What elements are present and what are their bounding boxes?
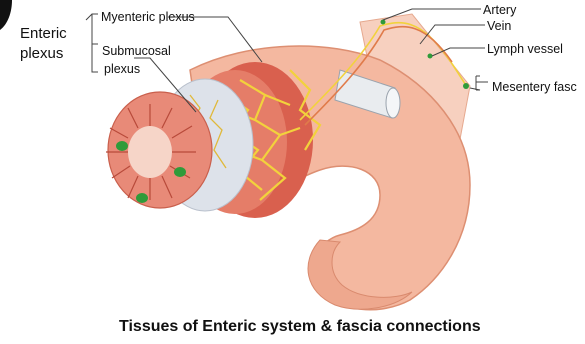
lumen	[128, 126, 172, 178]
myenteric-plexus-label: Myenteric plexus	[101, 11, 195, 24]
submucosal-plexus-label-line1: Submucosal	[102, 45, 171, 58]
corner-mark	[0, 0, 12, 30]
vessel-node-2	[428, 54, 433, 59]
gland-1	[116, 141, 128, 151]
mesentery-fascia-label: Mesentery fasc	[492, 81, 577, 94]
enteric-plexus-label-line2: plexus	[20, 46, 63, 61]
submucosal-plexus-label-line2: plexus	[104, 63, 140, 76]
vessel-node-3	[463, 83, 469, 89]
enteric-plexus-label-line1: Enteric	[20, 26, 67, 41]
vessel-stub-end	[386, 88, 400, 118]
artery-label: Artery	[483, 4, 516, 17]
gland-2	[174, 167, 186, 177]
lymph-vessel-label: Lymph vessel	[487, 43, 563, 56]
figure-caption: Tissues of Enteric system & fascia conne…	[119, 318, 481, 336]
vein-label: Vein	[487, 20, 511, 33]
vessel-node-1	[381, 20, 386, 25]
gland-3	[136, 193, 148, 203]
